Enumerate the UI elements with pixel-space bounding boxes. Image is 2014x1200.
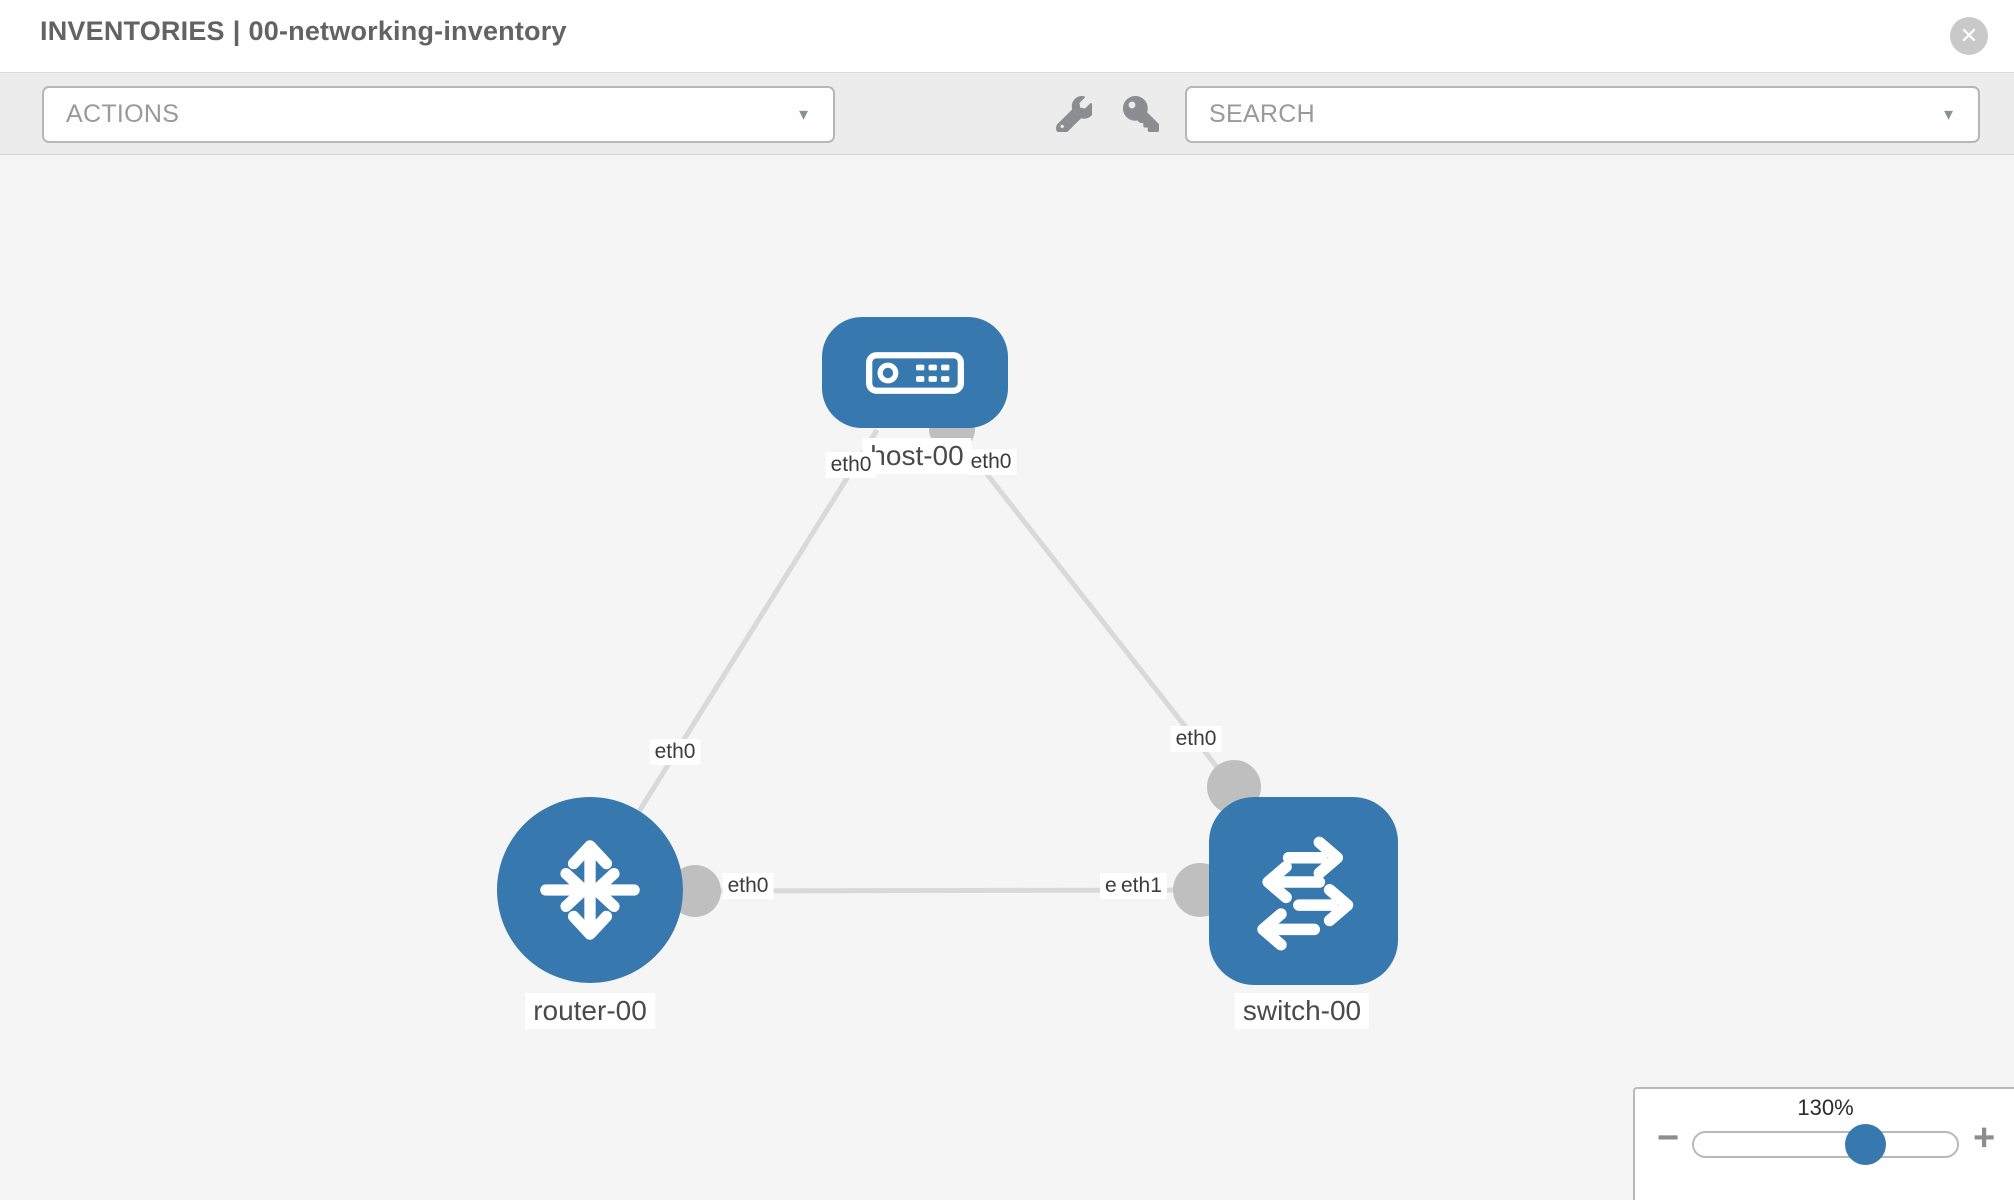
page-title: INVENTORIES|00-networking-inventory <box>40 16 567 47</box>
zoom-in-button[interactable]: + <box>1973 1117 1996 1159</box>
chevron-down-icon: ▼ <box>796 106 811 123</box>
iface-label-switch-eth1: eth1 <box>1116 873 1167 899</box>
node-router-00[interactable] <box>497 797 683 983</box>
key-icon <box>1123 96 1159 132</box>
node-host-00[interactable] <box>822 317 1008 428</box>
actions-dropdown-label: ACTIONS <box>66 100 180 128</box>
toolbar: ACTIONS ▼ SEARCH ▼ <box>0 72 2014 155</box>
search-dropdown[interactable]: SEARCH ▼ <box>1185 86 1980 143</box>
node-label-router: router-00 <box>525 993 655 1029</box>
zoom-level-value: 130% <box>1797 1095 1854 1120</box>
actions-dropdown[interactable]: ACTIONS ▼ <box>42 86 835 143</box>
iface-label-host-to-router: eth0 <box>825 452 877 478</box>
title-divider: | <box>232 16 241 46</box>
credentials-button[interactable] <box>1120 93 1162 135</box>
iface-label-host-to-switch: eth0 <box>965 449 1017 475</box>
search-dropdown-label: SEARCH <box>1209 100 1315 128</box>
node-label-host: host-00 <box>862 438 972 474</box>
iface-label-router-to-switch: eth0 <box>722 873 774 899</box>
iface-label-switch-to-host: eth0 <box>1170 726 1222 752</box>
header-bar: INVENTORIES|00-networking-inventory ✕ <box>0 0 2014 72</box>
breadcrumb-section: INVENTORIES <box>40 16 225 46</box>
node-switch-00[interactable] <box>1209 797 1398 985</box>
zoom-out-button[interactable]: − <box>1657 1117 1680 1159</box>
zoom-panel: 130% − + <box>1633 1087 2014 1200</box>
host-icon <box>866 351 964 394</box>
inventory-name: 00-networking-inventory <box>248 16 567 46</box>
switch-icon <box>1256 836 1353 951</box>
zoom-slider-handle[interactable] <box>1845 1124 1886 1165</box>
topology-canvas[interactable]: host-00 router-00 switch-00 eth0 eth0 et… <box>0 155 2014 1200</box>
configure-tools-button[interactable] <box>1053 93 1095 135</box>
links-layer <box>587 406 1261 917</box>
router-icon <box>540 840 640 940</box>
zoom-slider-track[interactable] <box>1692 1131 1959 1158</box>
wrench-icon <box>1056 96 1092 132</box>
iface-label-switch-eth-overlap: eth0 eth1 <box>1100 873 1167 899</box>
node-label-switch: switch-00 <box>1234 993 1370 1029</box>
close-icon[interactable]: ✕ <box>1950 17 1988 55</box>
iface-label-router-to-host: eth0 <box>649 739 701 765</box>
chevron-down-icon: ▼ <box>1941 106 1956 123</box>
